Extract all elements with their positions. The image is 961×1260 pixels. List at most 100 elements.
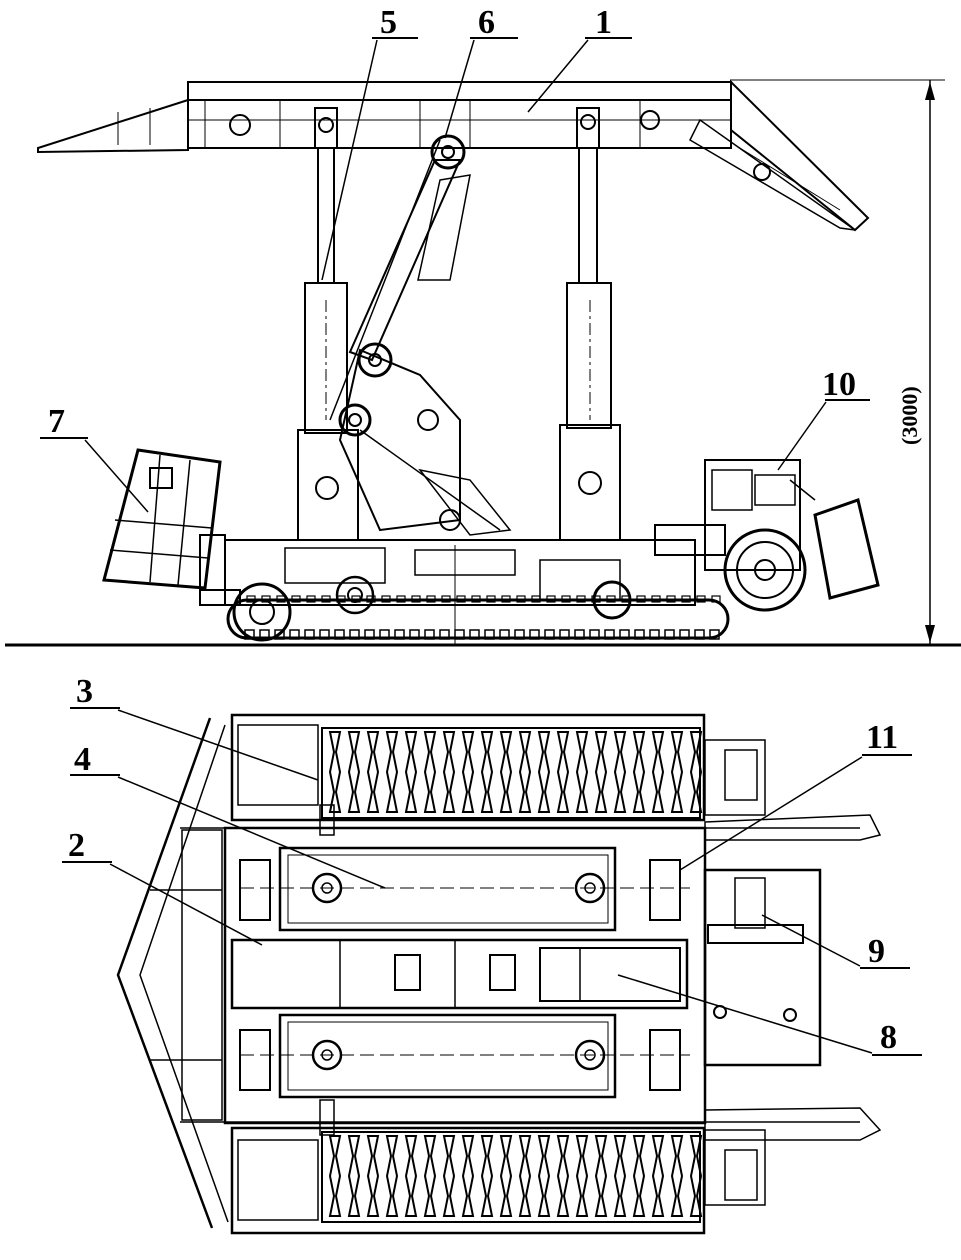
plan-cylinders <box>239 804 681 1136</box>
track-cleat <box>385 731 399 813</box>
track-cleat <box>366 731 380 813</box>
track-shoe <box>531 595 541 603</box>
track-cleat <box>651 731 665 813</box>
track-cleat <box>499 731 513 813</box>
track-shoe <box>469 629 480 640</box>
track-cleat <box>442 1135 456 1217</box>
track-cleat <box>537 731 551 813</box>
callout-6: 6 <box>444 4 518 139</box>
plan-motor-unit <box>703 868 822 1067</box>
track-shoe <box>666 595 676 603</box>
track-shoe <box>454 629 465 640</box>
track-cleat <box>575 1135 589 1217</box>
track-cleat <box>347 1135 361 1217</box>
track-cleat <box>594 1135 608 1217</box>
callout-11: 11 <box>679 719 912 871</box>
track-shoe <box>621 595 631 603</box>
track-cleat <box>556 731 570 813</box>
track-shoe <box>291 595 301 603</box>
track-cleat <box>651 1135 665 1217</box>
callout-label-4: 4 <box>74 741 91 778</box>
height-dimension: (3000) <box>730 79 945 645</box>
track-shoe <box>664 629 675 640</box>
track-shoe <box>589 629 600 640</box>
track-shoe <box>544 629 555 640</box>
track-shoe <box>514 629 525 640</box>
track-shoe <box>606 595 616 603</box>
callout-3: 3 <box>70 673 319 781</box>
track-cleat <box>537 1135 551 1217</box>
track-cleat <box>556 1135 570 1217</box>
track-shoe <box>411 595 421 603</box>
track-cleat <box>689 731 703 813</box>
plan-track-top <box>230 713 766 822</box>
plan-track-bottom <box>230 1126 766 1235</box>
track-shoe <box>501 595 511 603</box>
track-shoe <box>379 629 390 640</box>
track-cleat <box>461 1135 475 1217</box>
track-shoes <box>244 595 721 640</box>
track-cleat <box>518 731 532 813</box>
track-shoe <box>306 595 316 603</box>
track-shoe <box>261 595 271 603</box>
crawler-track <box>226 575 730 642</box>
chassis-body <box>224 524 726 645</box>
track-shoe <box>396 595 406 603</box>
callout-label-11: 11 <box>866 719 898 756</box>
track-shoe <box>604 629 615 640</box>
track-cleat <box>499 1135 513 1217</box>
callout-label-9: 9 <box>868 933 885 970</box>
track-cleat <box>328 731 342 813</box>
callout-label-8: 8 <box>880 1019 897 1056</box>
track-shoe <box>424 629 435 640</box>
track-shoe <box>441 595 451 603</box>
plan-center-spine <box>230 938 689 1010</box>
left-prop <box>297 107 359 541</box>
track-shoe <box>274 629 285 640</box>
callout-label-1: 1 <box>595 4 612 41</box>
side-view: (3000) <box>5 4 961 647</box>
track-shoe <box>334 629 345 640</box>
callout-label-5: 5 <box>380 4 397 41</box>
plan-view: 3 4 2 11 9 8 <box>62 673 922 1235</box>
track-shoe <box>649 629 660 640</box>
track-shoe <box>289 629 300 640</box>
track-shoe <box>681 595 691 603</box>
track-shoe <box>394 629 405 640</box>
track-cleat <box>385 1135 399 1217</box>
track-cleat <box>423 1135 437 1217</box>
track-cleat <box>366 1135 380 1217</box>
track-shoe <box>259 629 270 640</box>
callout-label-7: 7 <box>48 403 65 440</box>
track-cleat <box>442 731 456 813</box>
track-cleat <box>461 731 475 813</box>
track-cleat <box>670 731 684 813</box>
track-shoe <box>349 629 360 640</box>
track-cleat <box>689 1135 703 1217</box>
callout-8: 8 <box>617 974 922 1056</box>
track-cleats-top <box>328 731 703 813</box>
track-cleat <box>347 731 361 813</box>
track-shoe <box>381 595 391 603</box>
track-cleat <box>632 731 646 813</box>
track-shoe <box>529 629 540 640</box>
track-cleat <box>518 1135 532 1217</box>
callout-label-2: 2 <box>68 827 85 864</box>
track-shoe <box>321 595 331 603</box>
track-cleat <box>328 1135 342 1217</box>
plan-beam-lower <box>240 1013 690 1099</box>
plan-beam-upper <box>240 846 690 932</box>
canopy-beam <box>37 79 870 232</box>
track-cleat <box>670 1135 684 1217</box>
track-shoe <box>484 629 495 640</box>
callout-1: 1 <box>527 4 632 113</box>
track-cleat <box>613 1135 627 1217</box>
track-shoe <box>709 629 720 640</box>
track-shoe <box>694 629 705 640</box>
track-shoe <box>576 595 586 603</box>
track-shoe <box>471 595 481 603</box>
track-shoe <box>591 595 601 603</box>
track-shoe <box>636 595 646 603</box>
track-shoe <box>366 595 376 603</box>
